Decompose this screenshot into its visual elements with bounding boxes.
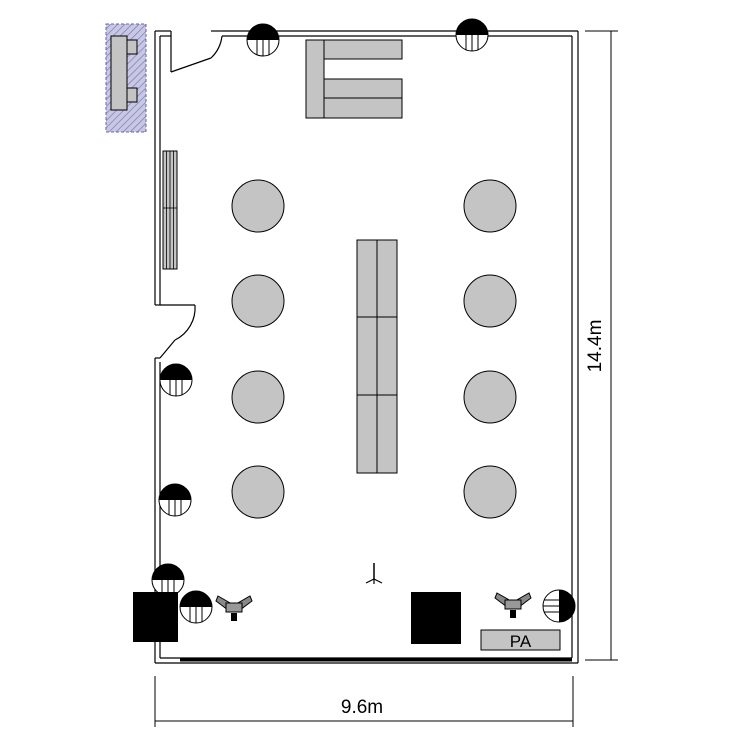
speaker-icon bbox=[411, 592, 461, 644]
speaker-icon bbox=[133, 592, 178, 642]
round-table bbox=[463, 274, 517, 328]
left-door-icon[interactable] bbox=[159, 304, 196, 359]
pa-box: PA bbox=[480, 629, 561, 651]
wall-light-icon bbox=[151, 563, 185, 597]
round-table bbox=[231, 274, 285, 328]
spotlight-icon bbox=[215, 595, 253, 621]
spotlights bbox=[215, 592, 532, 621]
wall-light-icon bbox=[246, 23, 280, 57]
room-walls bbox=[154, 30, 579, 664]
width-label: 9.6m bbox=[341, 697, 383, 718]
round-table bbox=[231, 179, 285, 233]
microphone-icon bbox=[365, 563, 383, 584]
height-dimension: 14.4m bbox=[585, 30, 618, 661]
wall-light-icon bbox=[542, 589, 576, 623]
round-table bbox=[231, 370, 285, 424]
speakers bbox=[133, 592, 461, 644]
pa-label: PA bbox=[510, 632, 532, 651]
round-table bbox=[463, 370, 517, 424]
central-table bbox=[356, 239, 398, 474]
top-door-icon[interactable] bbox=[170, 30, 223, 73]
wall-light-icon bbox=[179, 590, 213, 624]
wall-light-icon bbox=[158, 483, 192, 517]
bottom-wall-segments bbox=[180, 658, 572, 662]
wall-light-icon bbox=[455, 18, 489, 52]
bar-counter bbox=[305, 39, 403, 119]
width-dimension: 9.6m bbox=[154, 676, 574, 727]
spotlight-icon bbox=[494, 592, 532, 618]
round-table bbox=[463, 179, 517, 233]
round-table bbox=[231, 465, 285, 519]
outside-hatched-unit bbox=[105, 23, 147, 133]
wall-lights bbox=[151, 18, 576, 624]
wall-light-icon bbox=[159, 363, 193, 397]
round-tables bbox=[231, 179, 517, 519]
stairs-icon bbox=[162, 150, 178, 270]
height-label: 14.4m bbox=[585, 320, 606, 373]
round-table bbox=[463, 465, 517, 519]
